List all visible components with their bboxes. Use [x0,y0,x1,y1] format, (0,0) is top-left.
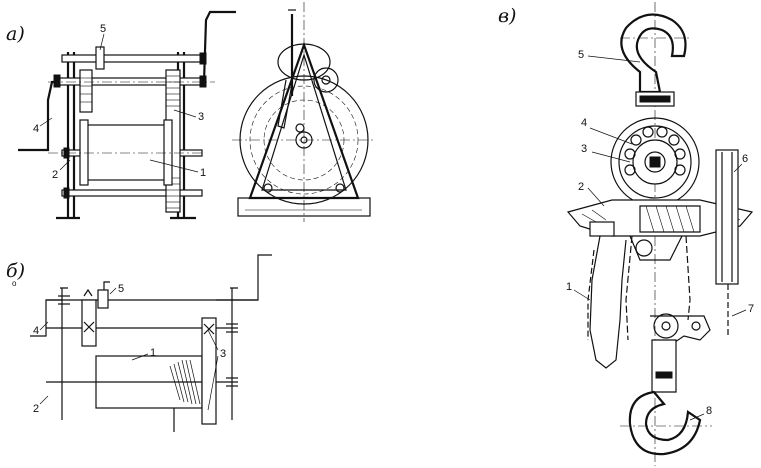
hand-chain-wheel-guard [715,149,739,285]
top-hook [620,13,687,94]
right-crank-handle [202,10,236,83]
callout-b-3: 3 [220,348,226,360]
side-frame [248,41,360,200]
callout-v-7: 7 [748,303,754,315]
callout-v-6: 6 [742,153,748,165]
callout-a-3: 3 [198,111,204,123]
bottom-hook [628,390,702,456]
winch-front-view [18,10,236,220]
callout-a-1: 1 [200,167,206,179]
callout-v-8: 8 [706,405,712,417]
scheme-crank-right [216,254,272,301]
callout-b-1: 1 [150,347,156,359]
callout-a-4: 4 [33,123,39,135]
callout-v-2: 2 [578,181,584,193]
bottom-block-pulley [653,313,679,339]
scheme-large-gear [201,317,217,425]
panel-label-b: б) [6,260,25,282]
callout-b-5: 5 [118,283,124,295]
callout-v-4: 4 [581,117,587,129]
left-crank-handle [18,80,58,152]
drum [85,124,167,181]
chain-hoist [566,2,754,466]
callout-v-3: 3 [581,143,587,155]
hand-chain [587,235,627,369]
callout-b-2: 2 [33,403,39,415]
scheme-pinion [81,299,97,347]
panel-label-v: в) [498,5,516,27]
callout-a-5: 5 [100,23,106,35]
callout-b-4: 4 [33,325,39,337]
callout-v-5: 5 [578,49,584,61]
ratchet-wheel-side [313,67,339,93]
scheme-ratchet [97,289,109,309]
small-mark: o [12,279,17,288]
bottom-block-frame [650,315,711,345]
scheme-rope-coils [169,359,201,405]
callout-a-2: 2 [52,169,58,181]
worm-thread [645,205,695,233]
ratchet [95,46,105,70]
callout-v-1: 1 [566,281,572,293]
panel-label-a: а) [6,23,25,45]
winch-side-view [232,2,376,222]
load-chain [625,235,691,341]
winch-kinematic-scheme [30,254,272,432]
upper-shaft [61,54,203,63]
sprocket-chain-links [624,126,686,176]
pinion [79,69,93,113]
